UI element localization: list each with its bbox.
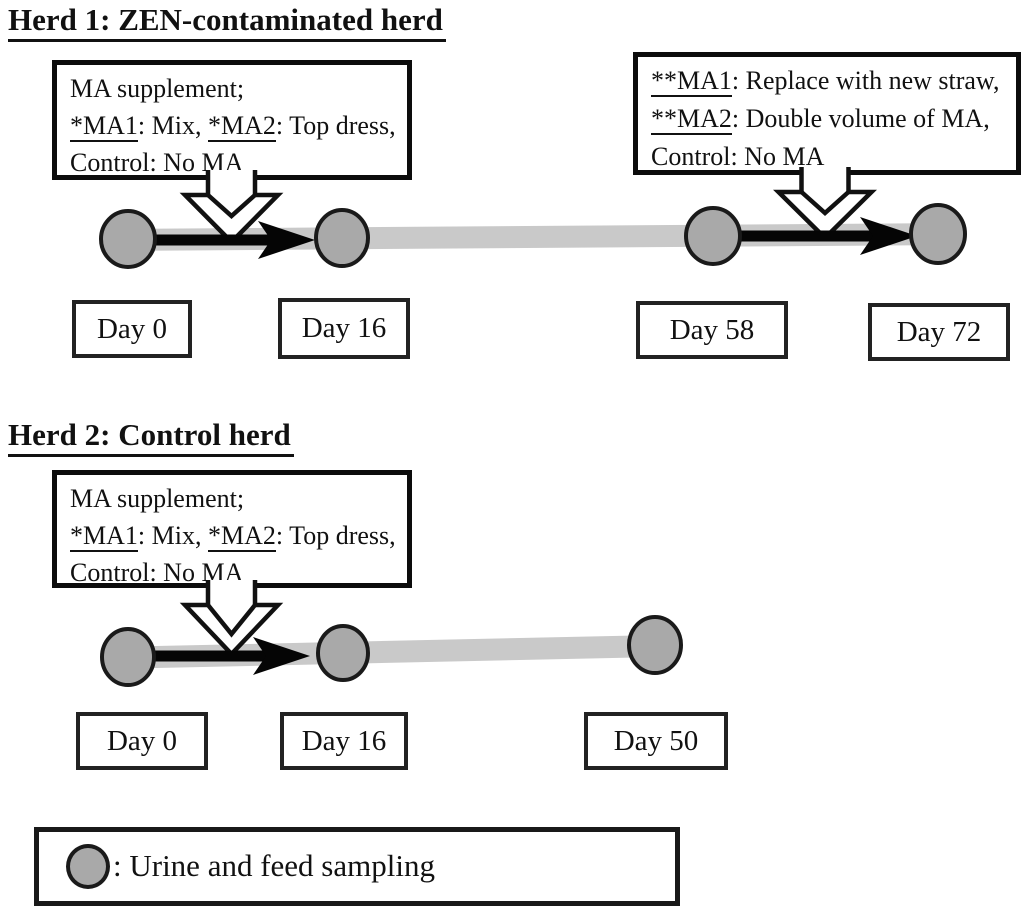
herd1-day-16-label: Day 16 xyxy=(278,298,410,359)
herd1-day58-annotation-box: **MA1: Replace with new straw, **MA2: Do… xyxy=(633,52,1021,175)
herd1-day-72-label: Day 72 xyxy=(868,303,1010,361)
herd1-sampling-circle-day16 xyxy=(314,208,370,268)
annotation-text: : Mix, xyxy=(137,111,208,140)
arrow-shaft xyxy=(714,230,874,242)
herd2-day-50-label: Day 50 xyxy=(584,712,728,770)
ma2-label: **MA2 xyxy=(651,104,732,135)
pointer-outline xyxy=(773,167,877,242)
arrow-head xyxy=(253,637,310,675)
arrow-shaft xyxy=(133,234,273,246)
annotation-line: Control: No MA xyxy=(70,148,244,177)
annotation-text: : Mix, xyxy=(137,521,208,550)
ma1-label: *MA1 xyxy=(70,111,138,142)
annotation-line: Control: No MA xyxy=(70,558,244,587)
arrow-shaft xyxy=(133,650,268,662)
arrow-head xyxy=(860,217,917,255)
herd2-sampling-circle-day50 xyxy=(627,615,683,675)
herd1-day58-ma-arrow xyxy=(714,217,917,255)
herd2-timeline-band xyxy=(110,635,657,669)
herd1-title: Herd 1: ZEN-contaminated herd xyxy=(8,3,446,42)
sampling-circle-icon xyxy=(66,844,110,889)
herd2-title: Herd 2: Control herd xyxy=(8,418,294,457)
herd1-timeline-band xyxy=(108,223,953,251)
annotation-text: : Top dress, xyxy=(275,111,396,140)
ma2-label: *MA2 xyxy=(207,111,276,142)
pointer-notch xyxy=(800,190,850,217)
pointer-body xyxy=(778,167,872,238)
pointer-body xyxy=(185,580,278,654)
pointer-notch xyxy=(206,603,257,638)
annotation-line: MA supplement; xyxy=(70,74,245,103)
annotation-text: : Double volume of MA, xyxy=(731,104,990,133)
annotation-line: *MA1: Mix, *MA2: Top dress, xyxy=(70,107,401,144)
arrow-head xyxy=(258,221,315,259)
annotation-line: MA supplement; xyxy=(70,484,245,513)
herd2-ma-arrow xyxy=(133,637,310,675)
herd1-sampling-circle-day0 xyxy=(99,209,157,269)
ma1-label: *MA1 xyxy=(70,521,138,552)
herd1-start-annotation-box: MA supplement; *MA1: Mix, *MA2: Top dres… xyxy=(52,60,412,180)
annotation-line: *MA1: Mix, *MA2: Top dress, xyxy=(70,517,401,554)
herd2-start-annotation-box: MA supplement; *MA1: Mix, *MA2: Top dres… xyxy=(52,470,412,588)
annotation-line: Control: No MA xyxy=(651,142,825,171)
herd1-sampling-circle-day72 xyxy=(909,203,967,265)
annotation-text: : Top dress, xyxy=(275,521,396,550)
herd2-sampling-circle-day16 xyxy=(316,624,370,682)
herd2-sampling-circle-day0 xyxy=(100,627,156,687)
ma1-label: **MA1 xyxy=(651,66,732,97)
herd1-day-58-label: Day 58 xyxy=(636,301,788,359)
herd1-ma-arrow xyxy=(133,221,315,259)
annotation-text: : Replace with new straw, xyxy=(731,66,1000,95)
annotation-pointer-herd2-start xyxy=(179,580,284,658)
pointer-outline xyxy=(179,580,284,658)
annotation-line: **MA1: Replace with new straw, xyxy=(651,62,1010,100)
herd1-day-0-label: Day 0 xyxy=(72,300,192,358)
legend-box: : Urine and feed sampling xyxy=(34,827,680,906)
pointer-notch xyxy=(206,193,257,220)
ma2-label: *MA2 xyxy=(207,521,276,552)
herd2-day-16-label: Day 16 xyxy=(280,712,408,770)
herd2-day-0-label: Day 0 xyxy=(76,712,208,770)
annotation-pointer-herd1-day58 xyxy=(773,167,877,242)
legend-label: : Urine and feed sampling xyxy=(113,847,435,883)
herd1-sampling-circle-day58 xyxy=(684,206,742,266)
annotation-line: **MA2: Double volume of MA, xyxy=(651,100,1010,138)
